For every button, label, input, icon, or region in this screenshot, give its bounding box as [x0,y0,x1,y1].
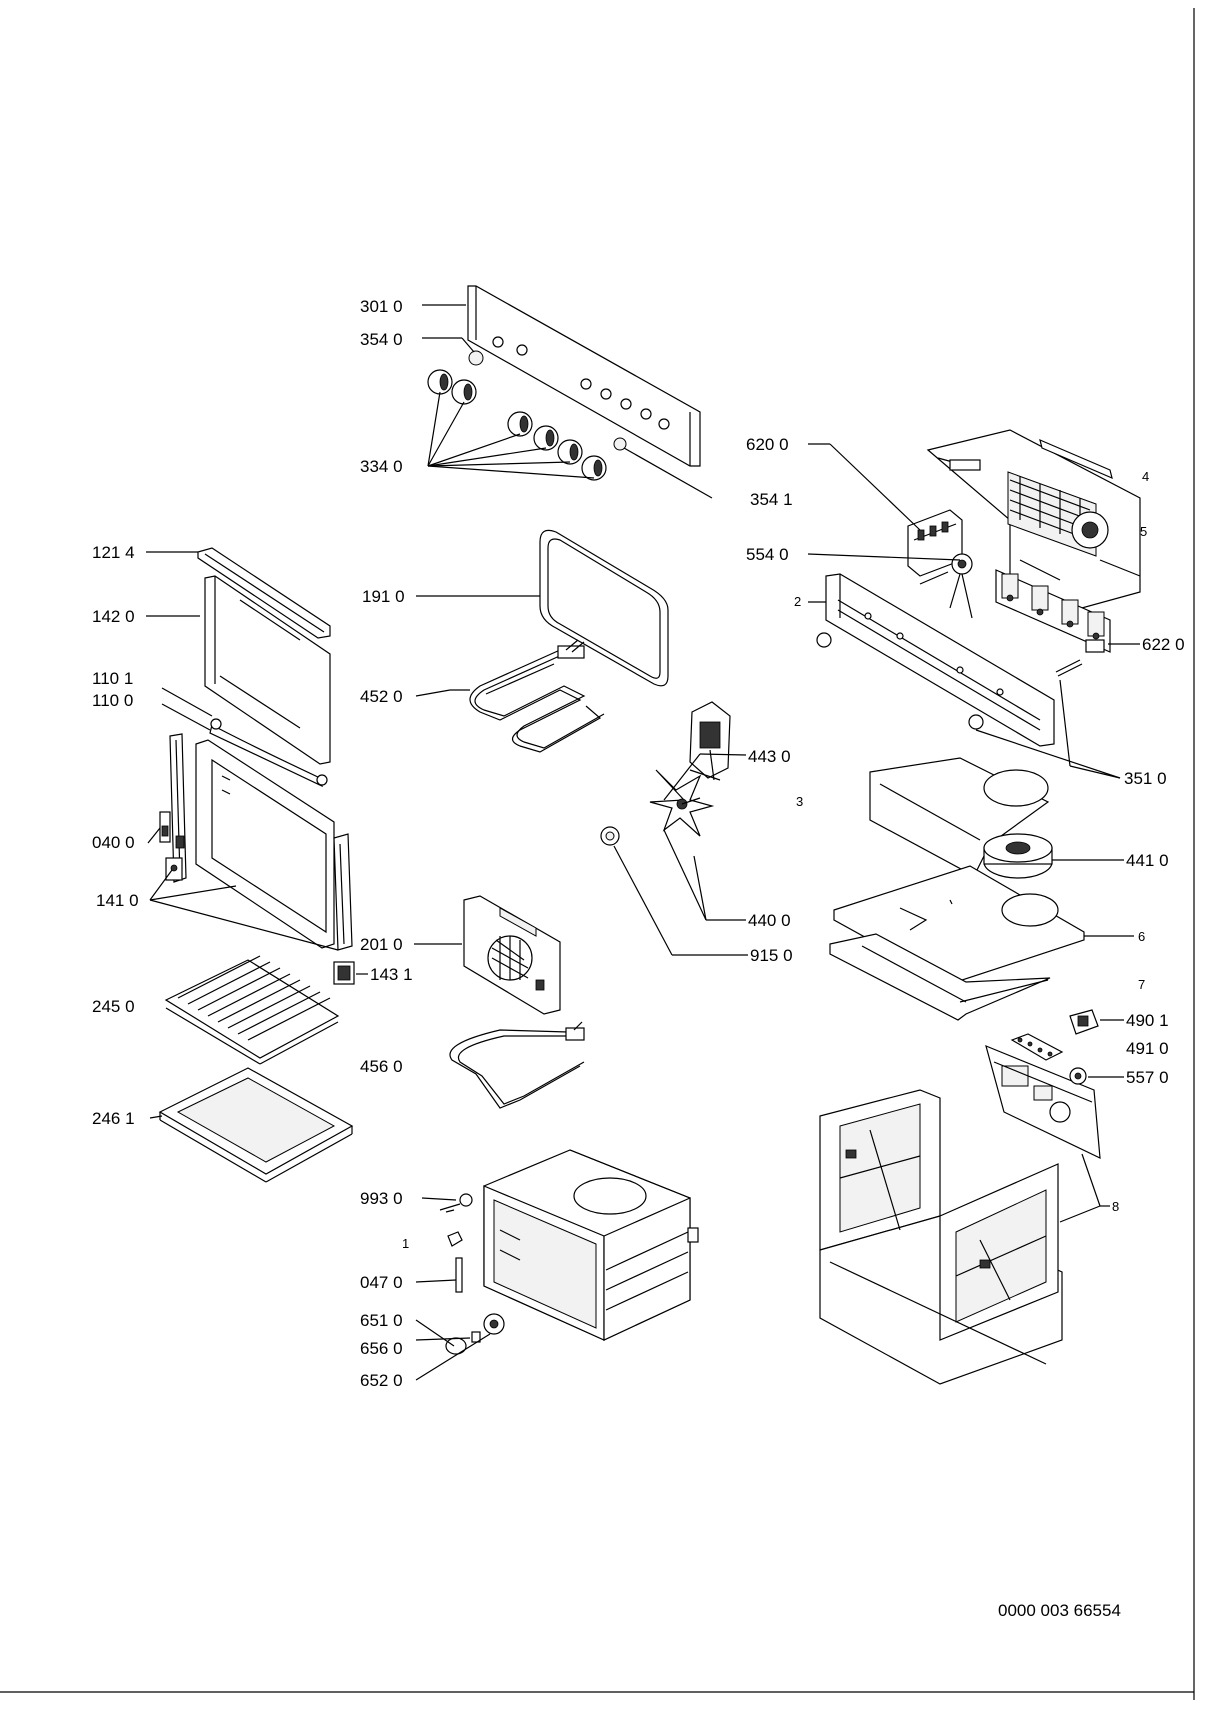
knobs [427,350,627,481]
label-201-0: 201 0 [360,935,403,954]
label-110-1: 110 1 [92,669,133,688]
label-2: 2 [794,594,801,609]
label-622-0: 622 0 [1142,635,1185,654]
label-047-0: 047 0 [360,1273,403,1292]
oven-outer-shell [819,1089,1063,1385]
fan-motor [689,701,731,781]
label-7: 7 [1138,977,1145,992]
label-993-0: 993 0 [360,1189,403,1208]
grill-element [469,639,605,753]
top-insulation-plate [869,757,1050,877]
label-452-0: 452 0 [360,687,403,706]
label-141-0: 141 0 [96,891,139,910]
label-490-1: 490 1 [1126,1011,1169,1030]
label-110-0: 110 0 [92,691,133,710]
cavity-screws [439,1193,473,1247]
rear-fan-cover [463,895,561,1015]
door-handle [209,718,328,788]
lamp-557 [1069,1067,1087,1085]
label-652-0: 652 0 [360,1371,403,1390]
hinge-cover-143 [333,961,355,985]
switch-554 [919,553,973,619]
label-651-0: 651 0 [360,1311,403,1330]
frame-bracket-2 [816,573,1055,747]
top-electronics-module [926,429,1141,615]
door-inner-frame [195,739,335,949]
lamp-assembly [445,1313,505,1355]
cooling-fan-441 [983,833,1053,879]
label-334-0: 334 0 [360,457,403,476]
label-3: 3 [796,794,803,809]
label-656-0: 656 0 [360,1339,403,1358]
label-557-0: 557 0 [1126,1068,1169,1087]
label-620-0: 620 0 [746,435,789,454]
label-441-0: 441 0 [1126,851,1169,870]
door-catch-047 [455,1257,463,1293]
label-245-0: 245 0 [92,997,135,1016]
control-panel [467,285,701,467]
label-554-0: 554 0 [746,545,789,564]
baking-tray [158,1067,354,1183]
air-duct-7 [829,933,1051,1021]
label-143-1: 143 1 [370,965,413,984]
label-354-0: 354 0 [360,330,403,349]
label-8: 8 [1112,1199,1119,1214]
label-915-0: 915 0 [750,946,793,965]
top-panel-6 [833,865,1085,985]
label-351-0: 351 0 [1124,769,1167,788]
oven-cavity [483,1149,699,1341]
label-301-0: 301 0 [360,297,403,316]
label-5: 5 [1140,524,1147,539]
label-440-0: 440 0 [748,911,791,930]
label-040-0: 040 0 [92,833,135,852]
label-4: 4 [1142,469,1149,484]
label-121-4: 121 4 [92,543,135,562]
wire-shelf [164,955,340,1065]
door-seal [539,529,669,687]
label-1: 1 [402,1236,409,1251]
label-246-1: 246 1 [92,1109,135,1128]
rear-panel-8 [985,1044,1101,1159]
door-hinge-141 [165,857,183,881]
door-hinge-040 [159,811,171,843]
document-number: 0000 003 66554 [998,1601,1121,1620]
leader-lines [146,304,1140,1381]
door-side-right [333,833,353,951]
part-labels: 301 0 354 0 334 0 354 1 620 0 4 5 554 0 … [92,297,1185,1620]
label-354-1: 354 1 [750,490,793,509]
door-top-trim [197,547,331,639]
door-side-left [169,733,187,883]
bottom-element [449,1021,585,1109]
label-191-0: 191 0 [362,587,405,606]
label-142-0: 142 0 [92,607,135,626]
terminal-490 [1069,1009,1099,1035]
label-6: 6 [1138,929,1145,944]
door-glass [204,575,331,765]
switches-row [995,569,1111,653]
label-491-0: 491 0 [1126,1039,1169,1058]
label-443-0: 443 0 [748,747,791,766]
thermostat-probe-622 [1055,639,1105,677]
fan-blade [649,769,715,837]
label-456-0: 456 0 [360,1057,403,1076]
fan-nut-915 [600,826,620,846]
terminal-block-491 [1010,1033,1064,1061]
